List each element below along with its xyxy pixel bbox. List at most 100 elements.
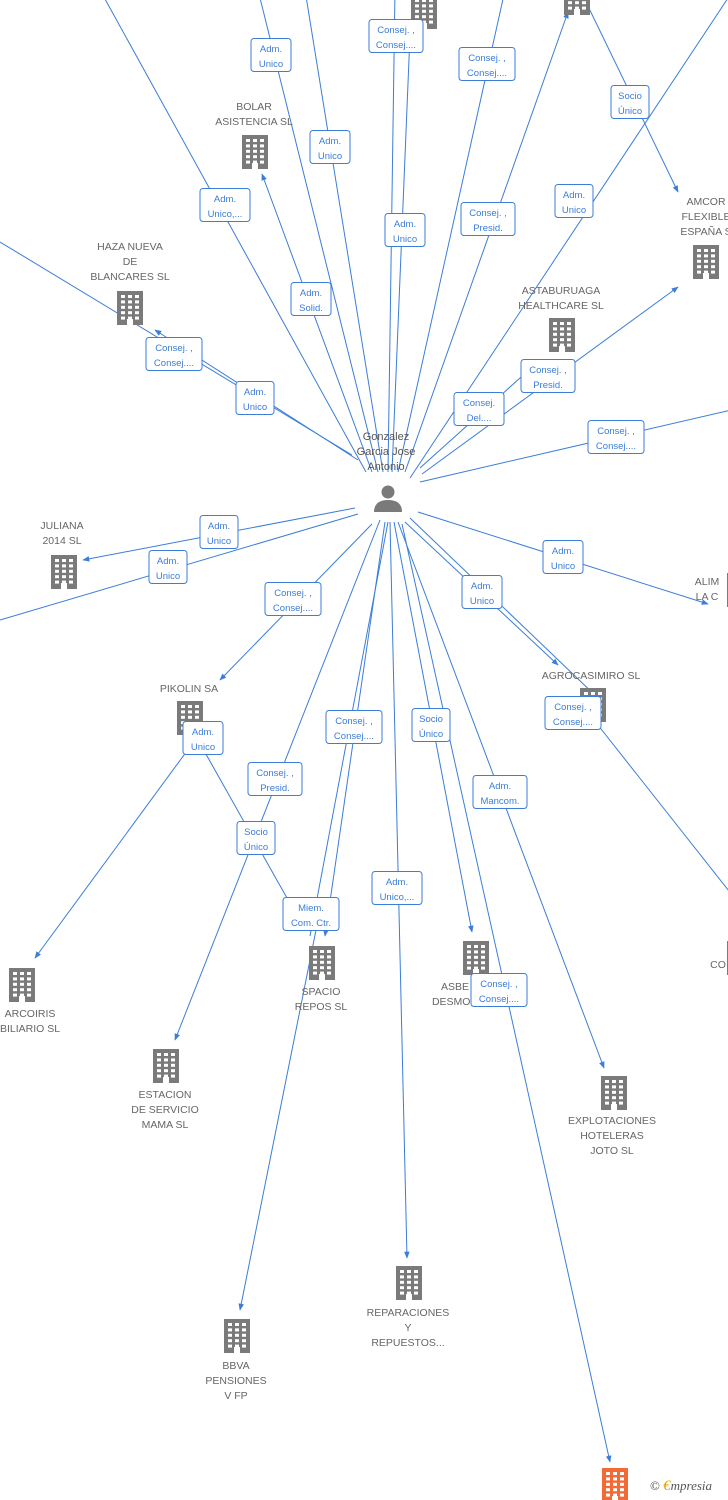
role-label-line: Consej.... xyxy=(596,441,636,452)
role-label[interactable]: Consej. ,Presid. xyxy=(460,202,516,236)
role-label-line: Consej. , xyxy=(480,979,518,990)
role-label[interactable]: Adm.Unico xyxy=(199,515,239,549)
company-name: PIKOLIN SA xyxy=(160,683,218,695)
role-label-line: Unico xyxy=(259,59,283,70)
role-label-line: Unico xyxy=(207,536,231,547)
role-label-box xyxy=(235,381,275,415)
role-label[interactable]: Consej. ,Consej.... xyxy=(145,337,203,371)
role-label[interactable]: Consej. ,Consej.... xyxy=(325,710,383,744)
role-label-box xyxy=(182,721,224,755)
footer-brand[interactable]: © €mpresia xyxy=(650,1478,712,1495)
company-name-line: HAZA NUEVA xyxy=(97,241,163,253)
role-label-line: Unico xyxy=(318,151,342,162)
building-icon xyxy=(411,0,437,29)
role-label[interactable]: Adm.Unico,... xyxy=(199,188,251,222)
company-name-line: HOTELERAS xyxy=(580,1130,644,1142)
role-label[interactable]: Adm.Unico xyxy=(461,575,503,609)
role-label[interactable]: Consej. ,Consej.... xyxy=(458,47,516,81)
company-name-line: 2014 SL xyxy=(42,535,81,547)
company-node-top1[interactable] xyxy=(411,0,437,29)
role-label[interactable]: Adm.Mancom. xyxy=(472,775,528,809)
role-label-line: Adm. xyxy=(244,387,266,398)
role-label[interactable]: Consej. ,Consej.... xyxy=(544,696,602,730)
role-label[interactable]: Consej.Del.... xyxy=(453,392,505,426)
role-label[interactable]: Adm.Solid. xyxy=(290,282,332,316)
role-label-box xyxy=(368,19,424,53)
role-label-box xyxy=(371,871,423,905)
role-label-box xyxy=(460,202,516,236)
role-label[interactable]: Adm. Unico xyxy=(235,381,275,415)
role-label[interactable]: Adm.Unico xyxy=(542,540,584,574)
role-label-box xyxy=(384,213,426,247)
role-label-line: Adm. xyxy=(563,190,585,201)
role-label[interactable]: Consej. ,Consej.... xyxy=(587,420,645,454)
role-label[interactable]: Adm.Unico,... xyxy=(371,871,423,905)
company-name-line: ASTABURUAGA xyxy=(522,285,601,297)
role-label[interactable]: Consej. ,Consej.... xyxy=(264,582,322,616)
building-icon xyxy=(396,1266,422,1300)
role-label-line: Adm. xyxy=(386,877,408,888)
role-label[interactable]: Adm.Unico xyxy=(148,550,188,584)
role-label-line: Consej.... xyxy=(273,603,313,614)
company-name: AGROCASIMIRO SL xyxy=(542,670,641,682)
role-label[interactable]: Adm.Unico xyxy=(554,184,594,218)
relation-edge xyxy=(404,11,569,473)
relation-edge xyxy=(409,517,601,701)
role-label-line: Único xyxy=(419,729,443,740)
company-name-line: BILIARIO SL xyxy=(0,1023,60,1035)
role-label-line: Socio xyxy=(419,714,443,725)
role-label[interactable]: Adm.Unico xyxy=(250,38,292,72)
role-label-line: Presid. xyxy=(260,783,290,794)
role-label-line: Consej.... xyxy=(376,40,416,51)
brand-logo-text: mpresia xyxy=(670,1478,713,1493)
role-label[interactable]: Consej. ,Presid. xyxy=(520,359,576,393)
role-label[interactable]: Consej. ,Consej.... xyxy=(368,19,424,53)
company-name-line: ASISTENCIA SL xyxy=(215,116,293,128)
role-label[interactable]: Adm.Unico xyxy=(182,721,224,755)
role-label-line: Único xyxy=(618,106,642,117)
company-name-line: ARCOIRIS xyxy=(5,1008,56,1020)
company-name-line: ESPAÑA S xyxy=(680,225,728,238)
person-name-line: Gonzalez xyxy=(363,431,409,443)
company-node-arcoiris[interactable]: ARCOIRIS BILIARIO SL xyxy=(0,968,60,1035)
role-label-line: Socio xyxy=(244,827,268,838)
company-node-co[interactable]: CO xyxy=(710,941,728,975)
building-icon xyxy=(601,1076,627,1110)
role-label-line: Unico xyxy=(156,571,180,582)
relation-edge xyxy=(34,739,196,959)
company-name-line: V FP xyxy=(224,1390,247,1402)
company-node-top2[interactable] xyxy=(564,0,590,15)
role-label-line: Adm. xyxy=(394,219,416,230)
role-label[interactable]: Adm.Unico xyxy=(309,130,351,164)
role-label-line: Presid. xyxy=(533,380,563,391)
company-name-line: CO xyxy=(710,959,726,971)
role-label[interactable]: Adm.Unico xyxy=(384,213,426,247)
role-label[interactable]: Miem.Com. Ctr. xyxy=(282,897,340,931)
role-label[interactable]: Consej. ,Presid. xyxy=(247,762,303,796)
company-node-highlighted[interactable] xyxy=(602,1468,628,1500)
role-label[interactable]: Consej. ,Consej.... xyxy=(470,973,528,1007)
company-name-line: DESMON xyxy=(432,996,478,1008)
role-label-box xyxy=(290,282,332,316)
company-name-line: BBVA xyxy=(222,1360,249,1372)
role-label-line: Unico xyxy=(243,402,267,413)
role-label-box xyxy=(199,188,251,222)
